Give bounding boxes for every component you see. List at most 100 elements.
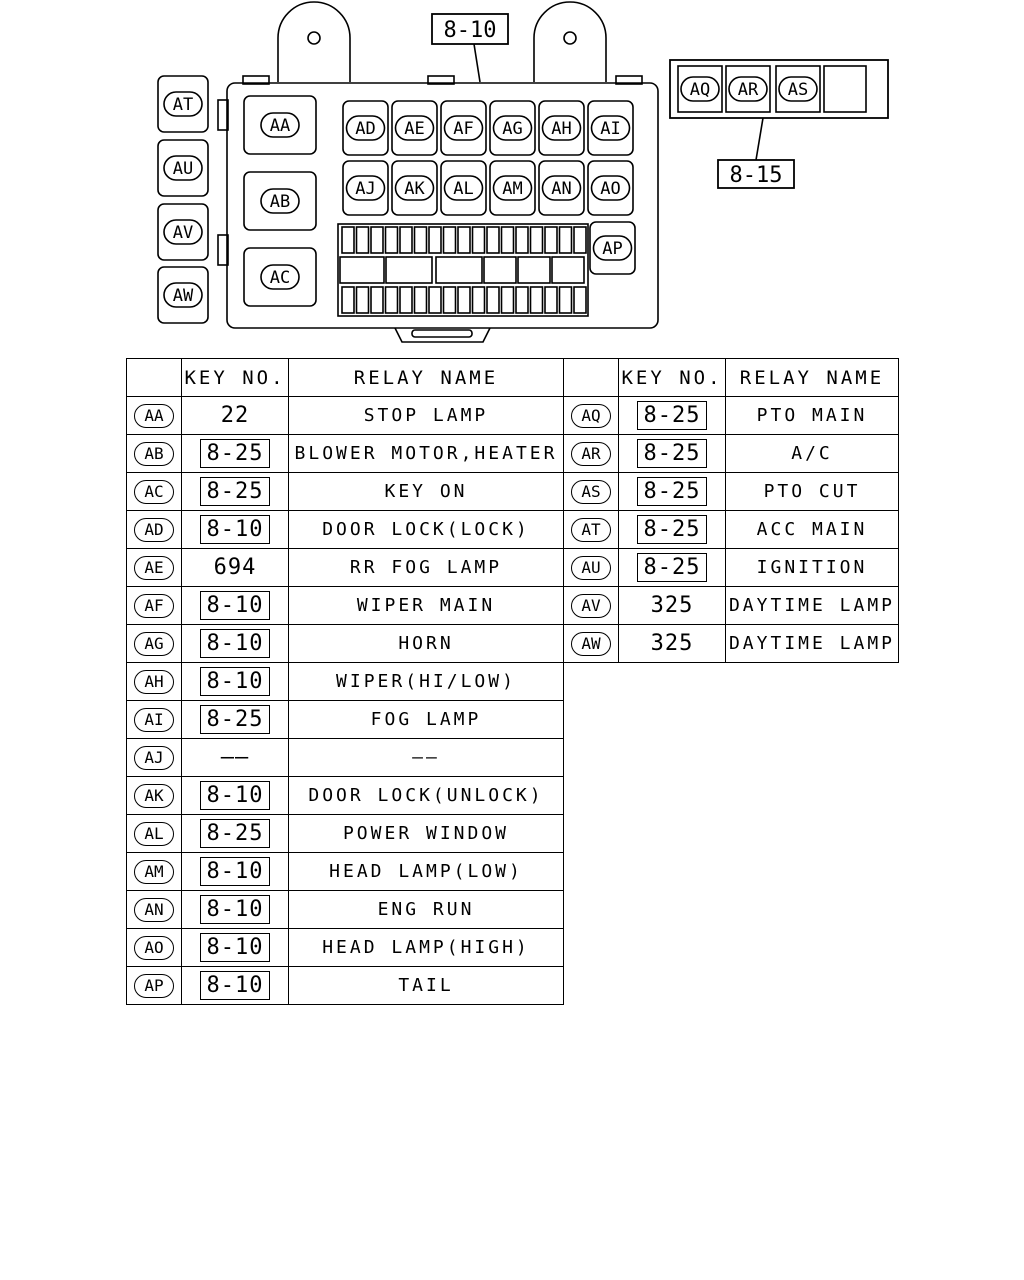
fuse-slot-large xyxy=(551,256,585,284)
key-no-reference: 8-10 xyxy=(199,781,271,810)
fuse-slot xyxy=(355,286,370,314)
relay-name-cell: WIPER MAIN xyxy=(288,586,564,625)
fuse-box-housing xyxy=(226,82,659,329)
relay-as[interactable]: AS xyxy=(775,65,821,113)
relay-id-cell: AP xyxy=(126,966,182,1005)
key-no-reference: 8-25 xyxy=(636,439,708,468)
relay-id-tag: AQ xyxy=(571,403,611,428)
relay-id-cell: AT xyxy=(563,510,619,549)
relay-id-tag: AM xyxy=(134,859,174,884)
key-no-value: 325 xyxy=(650,593,694,618)
relay-id-cell: AF xyxy=(126,586,182,625)
fuse-slot xyxy=(442,286,457,314)
relay-as-tag-label: AS xyxy=(788,80,808,100)
relay-ab[interactable]: AB xyxy=(243,171,317,231)
top-tab xyxy=(242,75,270,85)
relay-at-tag-label: AT xyxy=(173,95,193,115)
relay-name-cell: FOG LAMP xyxy=(288,700,564,739)
fuse-slot xyxy=(544,226,558,254)
relay-id-cell: AK xyxy=(126,776,182,815)
fuse-slot xyxy=(471,286,486,314)
header-relay-name: RELAY NAME xyxy=(725,358,899,397)
fuse-slot xyxy=(384,286,399,314)
relay-an-tag-label: AN xyxy=(551,179,571,199)
reference-8-15-label: 8-15 xyxy=(730,163,783,188)
mounting-ear-left xyxy=(277,1,351,82)
relay-ar[interactable]: AR xyxy=(725,65,771,113)
key-no-cell: 8-10 xyxy=(181,586,289,625)
relay-ae[interactable]: AE xyxy=(391,100,438,156)
fuse-slot xyxy=(529,226,544,254)
reference-8-10: 8-10 xyxy=(431,13,509,83)
relay-id-cell: AL xyxy=(126,814,182,853)
fuse-slot xyxy=(457,226,471,254)
relay-ag-tag: AG xyxy=(492,115,533,141)
fuse-slot xyxy=(442,226,457,254)
fuse-slot xyxy=(573,286,587,314)
relay-id-tag: AN xyxy=(134,897,174,922)
relay-aq[interactable]: AQ xyxy=(677,65,723,113)
relay-ac[interactable]: AC xyxy=(243,247,317,307)
relay-ap[interactable]: AP xyxy=(589,221,636,275)
relay-aj[interactable]: AJ xyxy=(342,160,389,216)
key-no-reference: 8-10 xyxy=(199,629,271,658)
key-no-reference: 8-10 xyxy=(199,515,271,544)
relay-au[interactable]: AU xyxy=(157,139,209,197)
relay-name-cell: HEAD LAMP(LOW) xyxy=(288,852,564,891)
key-no-reference: 8-10 xyxy=(199,667,271,696)
relay-ae-tag-label: AE xyxy=(404,119,424,139)
key-no-value: 325 xyxy=(650,631,694,656)
fuse-slot xyxy=(515,286,529,314)
bottom-connector-slot xyxy=(411,329,473,338)
side-tab xyxy=(217,234,229,266)
header-blank xyxy=(563,358,619,397)
key-no-cell: 8-10 xyxy=(181,510,289,549)
relay-at[interactable]: AT xyxy=(157,75,209,133)
relay-name-cell: TAIL xyxy=(288,966,564,1005)
fuse-slot xyxy=(341,286,355,314)
relay-id-cell: AV xyxy=(563,586,619,625)
relay-id-tag: AO xyxy=(134,935,174,960)
relay-al-tag: AL xyxy=(443,175,484,201)
relay-aa[interactable]: AA xyxy=(243,95,317,155)
relay-ac-tag-label: AC xyxy=(270,268,290,288)
key-no-reference: 8-10 xyxy=(199,971,271,1000)
relay-ai-tag: AI xyxy=(590,115,631,141)
relay-ai[interactable]: AI xyxy=(587,100,634,156)
relay-id-tag: AA xyxy=(134,403,174,428)
relay-ah[interactable]: AH xyxy=(538,100,585,156)
relay-am-tag-label: AM xyxy=(502,179,522,199)
fuse-slot xyxy=(384,226,399,254)
fuse-slot xyxy=(341,226,355,254)
relay-id-tag: AK xyxy=(134,783,174,808)
key-no-cell: 8-10 xyxy=(181,662,289,701)
mounting-ear-right xyxy=(533,1,607,82)
key-no-value: 22 xyxy=(220,403,250,428)
relay-id-tag: AC xyxy=(134,479,174,504)
key-no-cell: 8-25 xyxy=(618,434,726,473)
relay-av-tag: AV xyxy=(163,219,203,245)
relay-af-tag-label: AF xyxy=(453,119,473,139)
key-no-reference: 8-25 xyxy=(199,439,271,468)
relay-ag[interactable]: AG xyxy=(489,100,536,156)
relay-an[interactable]: AN xyxy=(538,160,585,216)
relay-ak-tag: AK xyxy=(394,175,435,201)
relay-ao[interactable]: AO xyxy=(587,160,634,216)
relay-av[interactable]: AV xyxy=(157,203,209,261)
key-no-cell: 325 xyxy=(618,624,726,663)
relay-aw[interactable]: AW xyxy=(157,266,209,324)
relay-ad[interactable]: AD xyxy=(342,100,389,156)
relay-am[interactable]: AM xyxy=(489,160,536,216)
relay-id-tag: AR xyxy=(571,441,611,466)
relay-ak[interactable]: AK xyxy=(391,160,438,216)
relay-af[interactable]: AF xyxy=(440,100,487,156)
key-no-cell: 8-25 xyxy=(181,700,289,739)
key-no-reference: 8-10 xyxy=(199,933,271,962)
relay-al[interactable]: AL xyxy=(440,160,487,216)
relay-ap-tag: AP xyxy=(592,235,633,261)
table-header-row: KEY NO. RELAY NAME xyxy=(563,358,899,397)
relay-ab-tag-label: AB xyxy=(270,192,290,212)
fuse-slot xyxy=(428,226,442,254)
